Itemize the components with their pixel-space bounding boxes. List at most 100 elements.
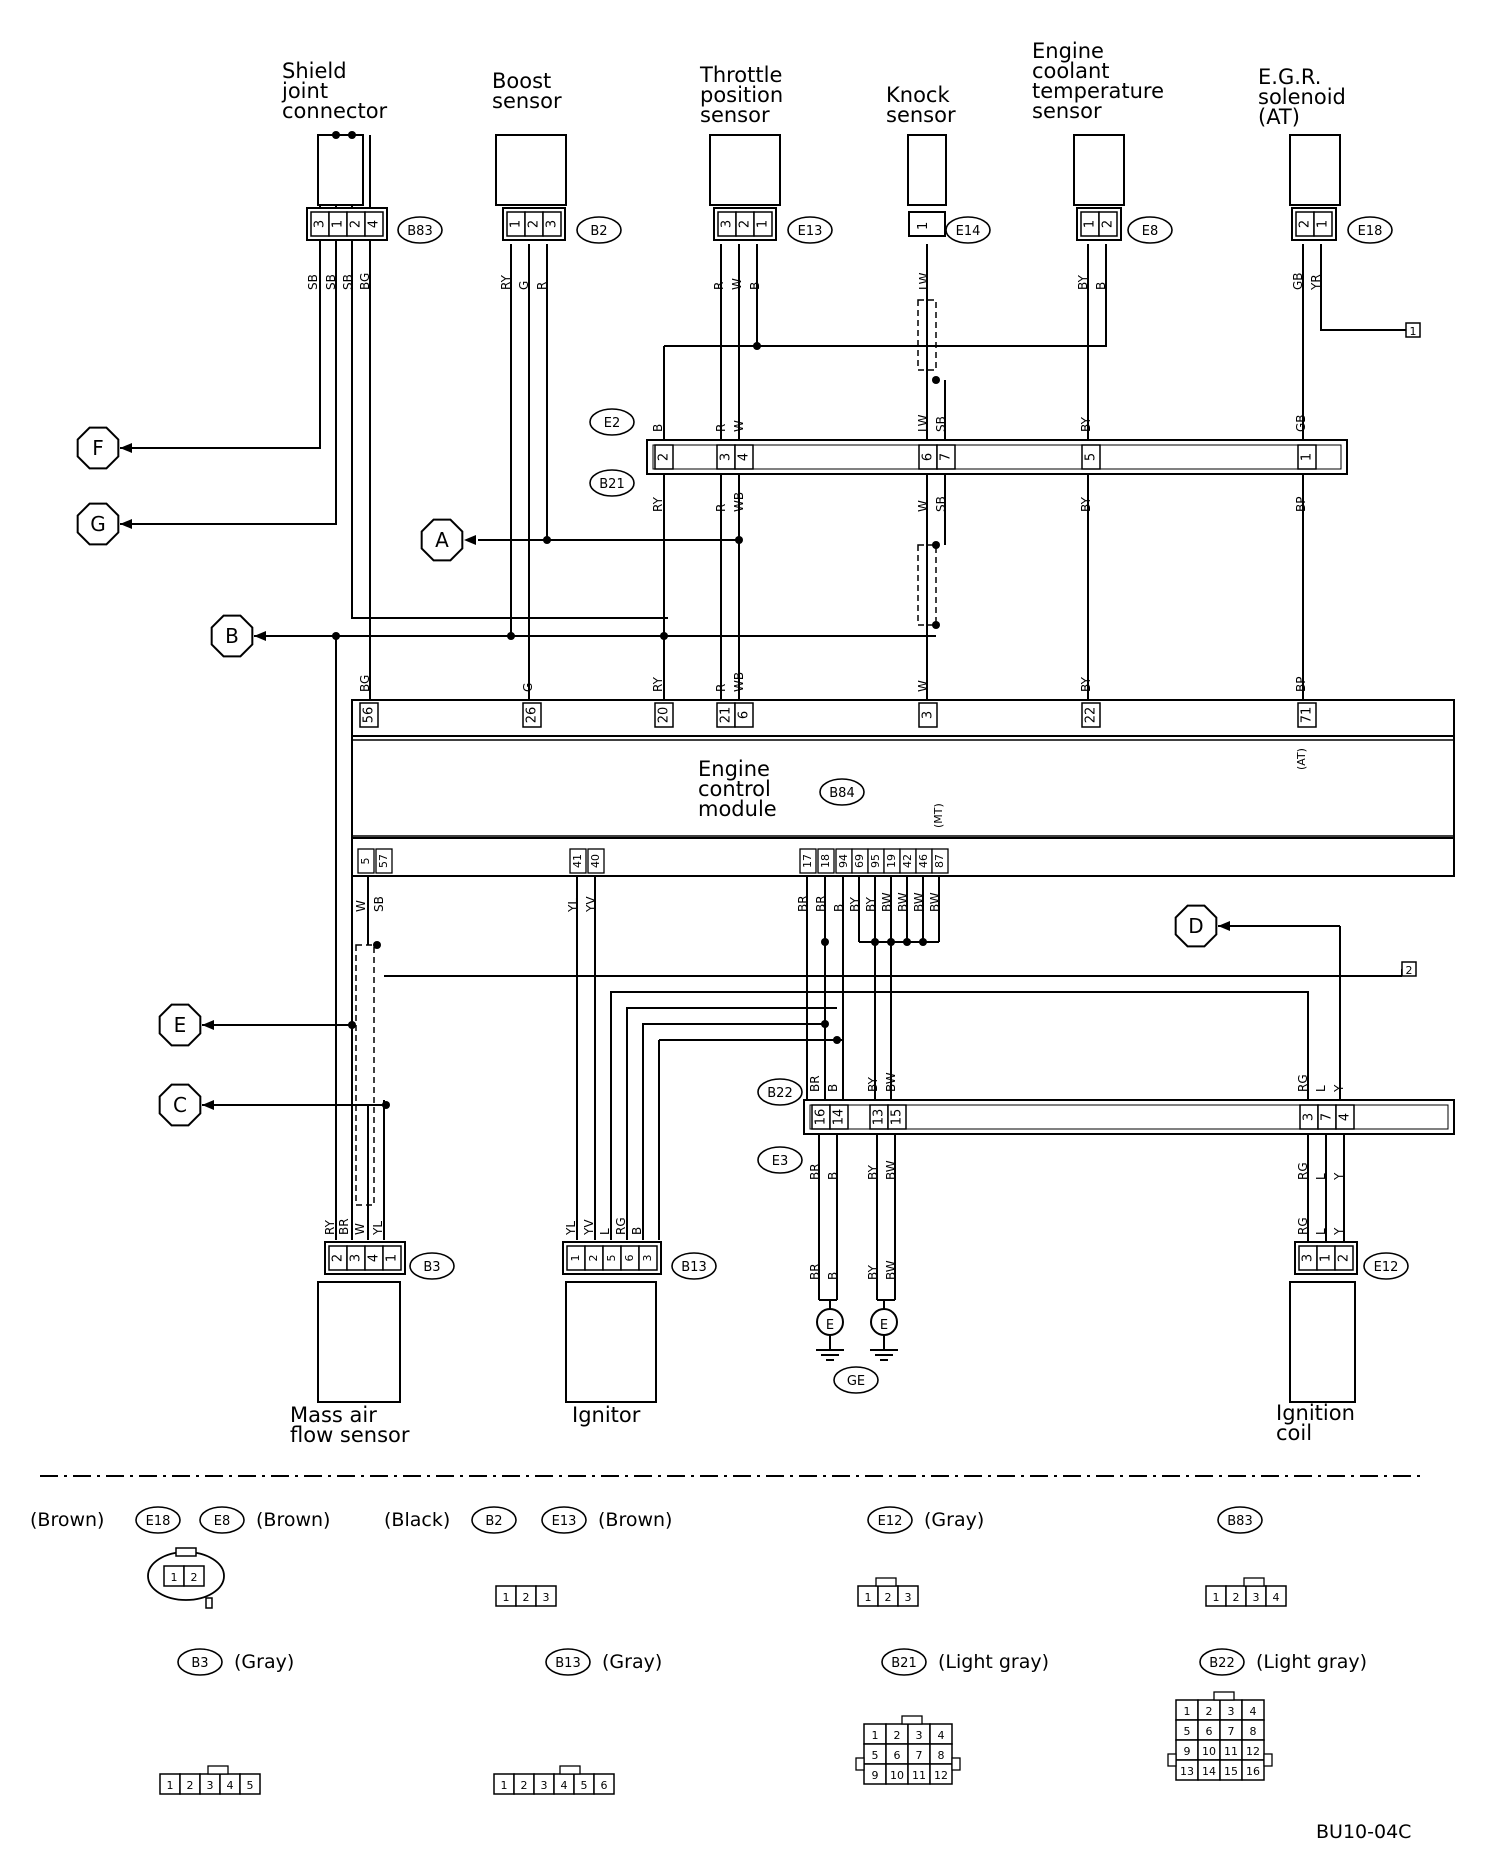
legend-color: (Brown) — [598, 1509, 672, 1531]
legend-connector-badge — [177, 1648, 223, 1676]
ground-label: E — [880, 1318, 888, 1333]
connector-id-badge — [1363, 1252, 1409, 1280]
legend-connector-id: B13 — [555, 1656, 580, 1671]
wire-color: YL — [566, 898, 580, 913]
connector-e14 — [908, 211, 946, 237]
splice-dot — [871, 938, 879, 946]
splice-dot — [919, 938, 927, 946]
wire-color: BW — [884, 1160, 898, 1180]
arrow-head — [202, 1100, 214, 1110]
pin-cell — [734, 702, 754, 728]
pin-cell — [734, 444, 754, 470]
legend-connector-id: B21 — [891, 1656, 916, 1671]
connector-id-b2: B2 — [590, 224, 607, 239]
legend-connector-id: B2 — [485, 1514, 502, 1529]
arrow-head — [202, 1020, 214, 1030]
pin-number: 13 — [872, 1109, 887, 1126]
legend-pin-number: 3 — [543, 1591, 550, 1604]
component-label-line: (AT) — [1258, 105, 1300, 129]
pin-cell — [1081, 702, 1101, 728]
connector-e2-b21-bar — [646, 439, 1348, 475]
splice-dot — [332, 131, 340, 139]
legend-connector-badge — [541, 1506, 587, 1534]
connector-id-e3: E3 — [772, 1154, 789, 1169]
ecm-note-at: (AT) — [1295, 748, 1308, 770]
pin-number: 19 — [885, 854, 898, 868]
ref-box-2 — [1401, 961, 1417, 977]
connector-id-badge — [757, 1146, 803, 1174]
pin-number: 26 — [525, 707, 540, 724]
pin-number: 4 — [367, 1254, 382, 1262]
wire-color: SB — [934, 496, 948, 512]
legend-connector-badge — [867, 1506, 913, 1534]
wire-color: WB — [732, 492, 746, 512]
splice-dot — [660, 632, 668, 640]
component-label-line: E.G.R. — [1258, 65, 1321, 89]
wire-color: BW — [884, 1072, 898, 1092]
component-label-line: Engine — [698, 757, 770, 781]
connector-id-e8: E8 — [1142, 224, 1159, 239]
legend-pin-number: 13 — [1180, 1765, 1194, 1778]
connector-id-b22: B22 — [767, 1086, 792, 1101]
legend-pin-number: 2 — [191, 1571, 198, 1584]
arrow-head — [254, 631, 266, 641]
offpage-ref-badge — [210, 614, 254, 658]
splice-dot — [507, 632, 515, 640]
legend-pin-number: 1 — [167, 1779, 174, 1792]
splice-dot — [821, 1020, 829, 1028]
connector-id-badge — [589, 408, 635, 436]
legend-pin-number: 2 — [885, 1591, 892, 1604]
component-label-line: coolant — [1032, 59, 1110, 83]
latch — [559, 1765, 581, 1775]
splice-dot — [903, 938, 911, 946]
wire-color: L — [1314, 1085, 1328, 1092]
wire — [1320, 244, 1406, 331]
pin-cell — [1335, 1104, 1355, 1130]
wire-color: BR — [808, 1075, 822, 1092]
latch — [207, 1765, 229, 1775]
wire-color: W — [730, 278, 744, 290]
wire-color: BY — [848, 896, 862, 912]
connector-id-e12: E12 — [1374, 1260, 1399, 1275]
offpage-ref-label: D — [1188, 914, 1203, 938]
offpage-ref-badge — [158, 1003, 202, 1047]
connector-id-badge — [945, 216, 991, 244]
wire-color: R — [714, 684, 728, 692]
pin-number: 3 — [1302, 1113, 1317, 1121]
legend-pin-number: 8 — [938, 1749, 945, 1762]
wire-color: YL — [371, 1221, 385, 1236]
legend-pin-number: 2 — [521, 1779, 528, 1792]
pin-cell — [542, 211, 562, 237]
arrow-head — [1218, 921, 1230, 931]
pin-cell — [918, 702, 938, 728]
latch — [1263, 1753, 1273, 1767]
figure-code: BU10-04C — [1316, 1821, 1411, 1843]
ignitor-body — [565, 1281, 657, 1403]
wire-color: BP — [1294, 677, 1308, 692]
legend-pin-number: 1 — [1213, 1591, 1220, 1604]
component-label-line: Mass air — [290, 1403, 377, 1427]
pin-number: 15 — [890, 1109, 905, 1126]
legend-pin-number: 4 — [227, 1779, 234, 1792]
pin-number: 1 — [1316, 220, 1331, 228]
pin-cell — [887, 1104, 907, 1130]
legend-pin-number: 2 — [187, 1779, 194, 1792]
pin-number: 3 — [313, 220, 328, 228]
pin-number: 6 — [623, 1255, 636, 1262]
legend-connector-badge — [881, 1648, 927, 1676]
latch — [1243, 1577, 1265, 1587]
pin-number: 22 — [1084, 707, 1099, 724]
wire-color: RY — [499, 274, 513, 290]
wire-color: B — [826, 1172, 840, 1180]
offpage-ref-label: B — [225, 624, 239, 648]
legend-connector-id: E13 — [552, 1514, 577, 1529]
connector-id-badge — [819, 778, 865, 806]
pin-number: 17 — [801, 854, 814, 868]
legend-connector-badge — [1217, 1506, 1263, 1534]
wire-color: BR — [796, 895, 810, 912]
pin-number: 57 — [377, 854, 390, 868]
